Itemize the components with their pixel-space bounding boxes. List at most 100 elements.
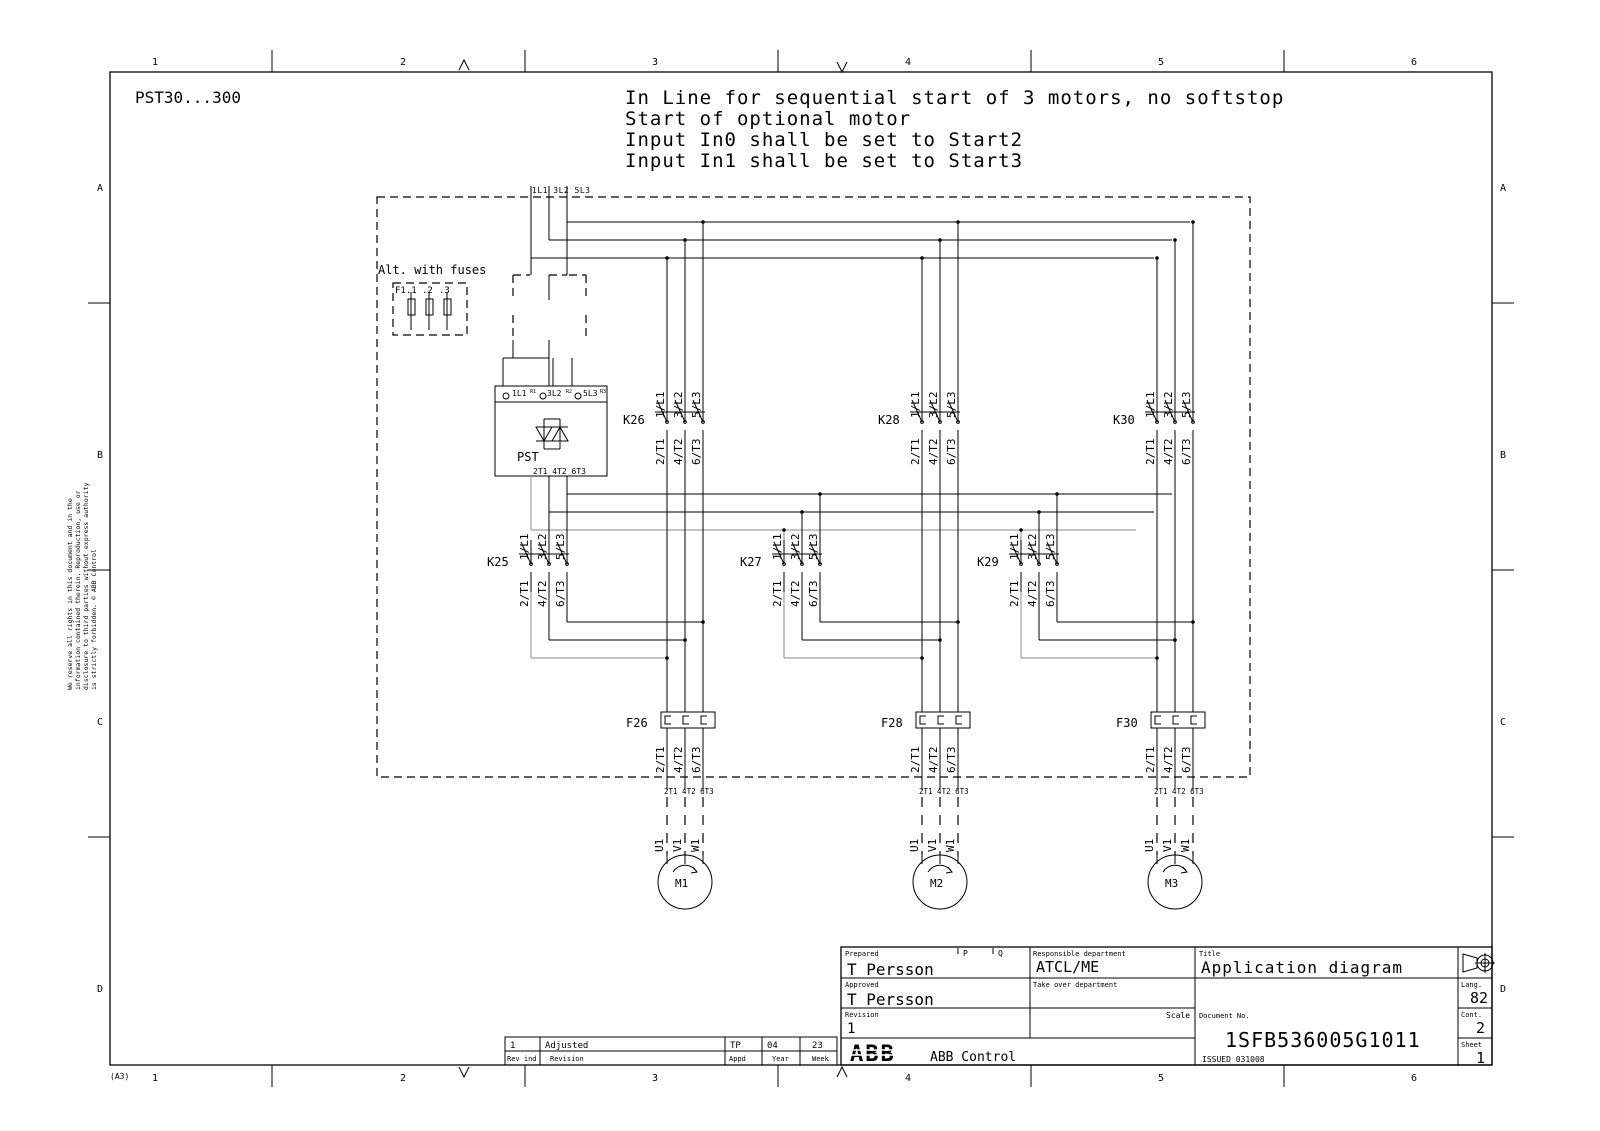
- contact-blade: [911, 399, 923, 423]
- motor-terminal: U1: [1143, 839, 1156, 852]
- overload-terminal: 6/T3: [945, 747, 958, 774]
- pst-label: PST: [517, 450, 539, 464]
- issued-stamp: ISSUED 031008: [1202, 1055, 1265, 1064]
- contact-bottom-terminal: 2/T1: [654, 439, 667, 466]
- run-branches: 1/L12/T13/L24/T25/L36/T3K261/L12/T13/L24…: [623, 220, 1195, 712]
- pst-input-3: 5L3: [583, 389, 598, 398]
- contact-point: [938, 420, 942, 424]
- junction-dot: [701, 620, 705, 624]
- contact-bottom-terminal: 2/T1: [1008, 581, 1021, 608]
- contact-bottom-terminal: 6/T3: [690, 439, 703, 466]
- junction-dot: [800, 510, 804, 514]
- contact-blade: [1010, 541, 1022, 565]
- col-label-bottom-6: 6: [1411, 1073, 1417, 1084]
- contact-bottom-terminal: 4/T2: [789, 581, 802, 608]
- thermal-element: [1154, 715, 1161, 725]
- rev-header-index: Rev ind: [507, 1055, 537, 1063]
- row-label-left-B: B: [97, 450, 103, 461]
- start-branches: 1/L12/T13/L24/T25/L36/T3K251/L12/T13/L24…: [487, 492, 1195, 660]
- document-label: Document No.: [1199, 1012, 1250, 1020]
- junction-dot: [665, 256, 669, 260]
- contactor-label-2: K29: [977, 555, 999, 569]
- thyristor-icon: [535, 418, 569, 450]
- contact-top-terminal: 3/L2: [1162, 392, 1175, 419]
- motor-terminal: V1: [671, 839, 684, 852]
- contactor-label-0: K25: [487, 555, 509, 569]
- contact-point: [956, 420, 960, 424]
- rev-description: Adjusted: [545, 1041, 588, 1051]
- contactor-label-2: K30: [1113, 413, 1135, 427]
- rev-index: 1: [510, 1041, 515, 1051]
- motor-terminal: U1: [908, 839, 921, 852]
- col-label-bottom-3: 3: [652, 1073, 658, 1084]
- cont-label: Cont.: [1461, 1011, 1482, 1019]
- contact-bottom-terminal: 2/T1: [771, 581, 784, 608]
- softstarter-pst: 1L1 3L2 5L3 R1 R2 R3 PST 2T1 4T2 6T3: [494, 385, 608, 477]
- contact-blade: [656, 399, 668, 423]
- junction-dot: [956, 620, 960, 624]
- contact-blade: [773, 541, 785, 565]
- revision-table: 1 Adjusted TP 04 23 Rev ind Revision App…: [504, 1036, 838, 1066]
- thermal-element: [937, 715, 944, 725]
- contact-bottom-terminal: 2/T1: [909, 439, 922, 466]
- contact-bottom-terminal: 4/T2: [536, 581, 549, 608]
- contact-top-terminal: 5/L3: [554, 534, 567, 561]
- contact-blade: [1028, 541, 1040, 565]
- junction-dot: [1055, 492, 1059, 496]
- contact-bottom-terminal: 4/T2: [1026, 581, 1039, 608]
- note-line-1: In Line for sequential start of 3 motors…: [625, 87, 1284, 109]
- thermal-element: [682, 715, 689, 725]
- contact-bottom-terminal: 6/T3: [1180, 439, 1193, 466]
- motor-terminal: W1: [944, 839, 957, 852]
- note-line-2: Start of optional motor: [625, 108, 911, 130]
- rev-week: 23: [812, 1041, 823, 1051]
- contact-top-terminal: 1/L1: [1008, 534, 1021, 561]
- pst-aux-3: R3: [600, 389, 606, 395]
- col-label-bottom-4: 4: [905, 1073, 911, 1084]
- motor-terminal: U1: [653, 839, 666, 852]
- contact-point: [782, 562, 786, 566]
- contact-blade: [791, 541, 803, 565]
- motor-terminal-row: 2T1 4T2 6T3: [919, 787, 969, 796]
- revision-value: 1: [847, 1021, 855, 1037]
- contact-top-terminal: 5/L3: [690, 392, 703, 419]
- fuse-alternative: Alt. with fuses F1.1 .2 .3: [378, 263, 486, 336]
- junction-dot: [920, 256, 924, 260]
- overload-terminal: 2/T1: [654, 747, 667, 774]
- contact-blade: [1164, 399, 1176, 423]
- thermal-element: [955, 715, 962, 725]
- contact-point: [547, 562, 551, 566]
- row-label-right-B: B: [1500, 450, 1506, 461]
- fuse-label-2: .2: [422, 286, 433, 296]
- overload-box: [915, 711, 971, 729]
- junction-dot: [1191, 620, 1195, 624]
- thermal-element: [1172, 715, 1179, 725]
- pst-outputs: 2T1 4T2 6T3: [533, 467, 586, 476]
- junction-dot: [1155, 656, 1159, 660]
- lang-label: Lang.: [1461, 981, 1482, 989]
- junction-dot: [818, 492, 822, 496]
- col-label-top-5: 5: [1158, 57, 1164, 68]
- motor-label: M2: [930, 877, 943, 890]
- contact-blade: [538, 541, 550, 565]
- contact-blade: [520, 541, 532, 565]
- responsible-dept: ATCL/ME: [1036, 958, 1099, 976]
- contactor-label-1: K28: [878, 413, 900, 427]
- revision-label: Revision: [845, 1011, 879, 1019]
- side-note-line-4: is strictly forbidden. © ABB Control: [90, 549, 98, 690]
- junction-dot: [701, 220, 705, 224]
- overload-terminal: 6/T3: [690, 747, 703, 774]
- thermal-element: [919, 715, 926, 725]
- rotation-arrowhead: [1180, 866, 1188, 874]
- supply: 1L1 3L2 5L3: [502, 186, 1190, 386]
- contact-point: [1173, 420, 1177, 424]
- junction-dot: [956, 220, 960, 224]
- cont-value: 2: [1476, 1019, 1485, 1037]
- note-line-4: Input In1 shall be set to Start3: [625, 150, 1023, 172]
